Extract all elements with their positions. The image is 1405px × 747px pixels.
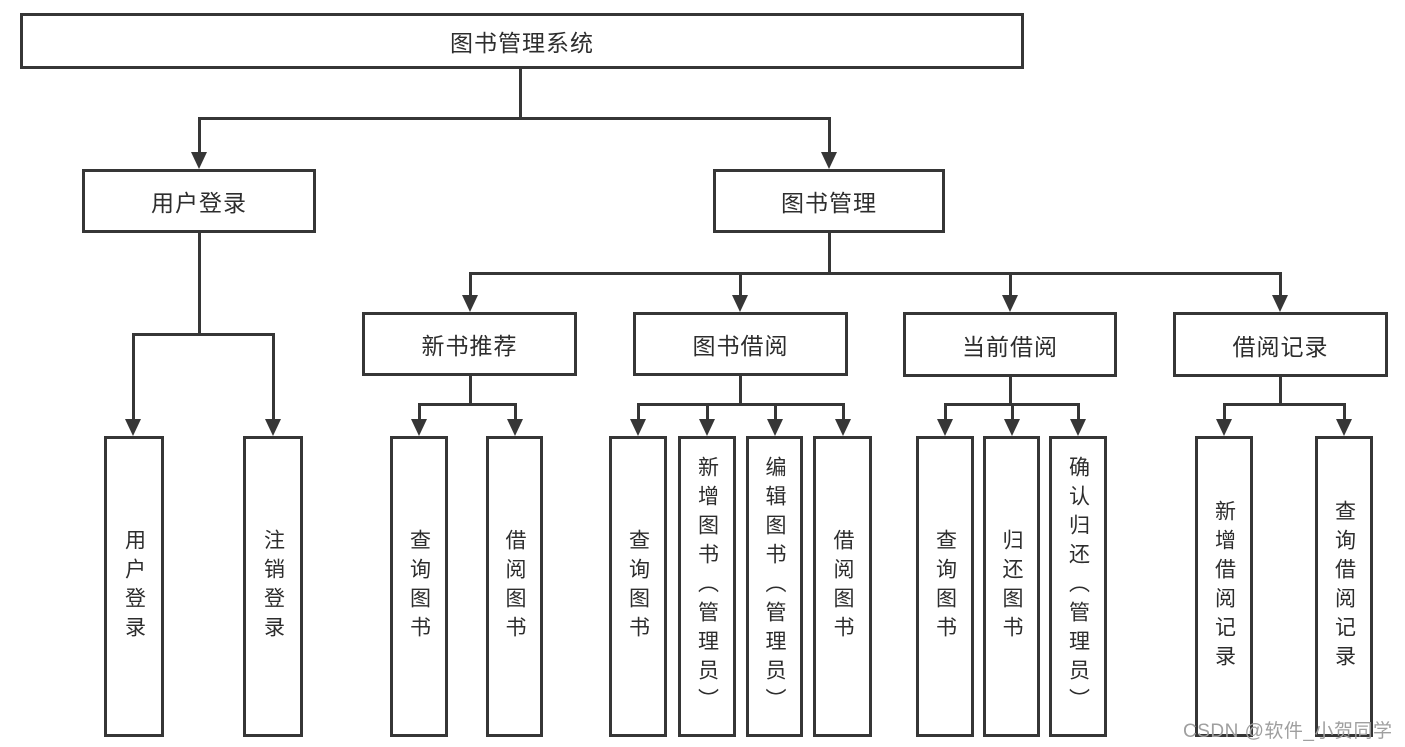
leaf-cb-query-books: 查询图书 (916, 436, 974, 737)
connector-section-stem (739, 273, 742, 299)
connector-leaf-stem (132, 334, 135, 422)
node-borrow-records: 借阅记录 (1173, 312, 1388, 377)
connector-leaf-stem (774, 404, 777, 424)
leaf-br-add-record: 新增借阅记录 (1195, 436, 1253, 737)
watermark-text: CSDN @软件_小贺同学 (1183, 721, 1393, 742)
node-current-borrow: 当前借阅 (903, 312, 1117, 377)
arrow-down-icon (821, 152, 837, 169)
arrow-down-icon (1272, 295, 1288, 312)
arrow-down-icon (630, 419, 646, 436)
arrow-down-icon (462, 295, 478, 312)
connector-root-stem (519, 68, 522, 119)
leaf-nb-query-books: 查询图书 (390, 436, 448, 737)
arrow-down-icon (1004, 419, 1020, 436)
arrow-down-icon (1070, 419, 1086, 436)
connector-section-stem (469, 273, 472, 299)
connector-leaf-stem (706, 404, 709, 424)
arrow-down-icon (411, 419, 427, 436)
leaf-logout: 注销登录 (243, 436, 303, 737)
connector-book-mgmt-down (828, 232, 831, 274)
leaf-cb-return-books: 归还图书 (983, 436, 1040, 737)
connector-section-stem (1009, 273, 1012, 299)
connector-user-login-down (198, 232, 201, 336)
connector-down (469, 375, 472, 406)
connector-down (739, 375, 742, 406)
arrow-down-icon (191, 152, 207, 169)
arrow-down-icon (265, 419, 281, 436)
leaf-bb-query-books: 查询图书 (609, 436, 667, 737)
connector-root-hbar (198, 117, 831, 120)
arrow-down-icon (1216, 419, 1232, 436)
arrow-down-icon (835, 419, 851, 436)
node-book-management: 图书管理 (713, 169, 945, 233)
connector-user-login-stem (198, 118, 201, 158)
arrow-down-icon (1002, 295, 1018, 312)
node-new-book-recommend: 新书推荐 (362, 312, 577, 376)
arrow-down-icon (507, 419, 523, 436)
node-book-borrow: 图书借阅 (633, 312, 848, 376)
arrow-down-icon (1336, 419, 1352, 436)
leaf-bb-add-books: 新增图书（管理员） (678, 436, 736, 737)
connector-hbar (418, 403, 517, 406)
arrow-down-icon (699, 419, 715, 436)
leaf-bb-edit-books: 编辑图书（管理员） (746, 436, 803, 737)
connector-hbar (637, 403, 845, 406)
arrow-down-icon (125, 419, 141, 436)
node-library-system: 图书管理系统 (20, 13, 1024, 69)
leaf-nb-borrow-books: 借阅图书 (486, 436, 543, 737)
connector-leaf-stem (418, 404, 421, 424)
connector-down (1009, 376, 1012, 406)
connector-leaf-stem (637, 404, 640, 424)
connector-leaf-stem (842, 404, 845, 424)
leaf-bb-borrow-books: 借阅图书 (813, 436, 872, 737)
connector-leaf-stem (1077, 404, 1080, 424)
connector-leaf-stem (1223, 404, 1226, 424)
leaf-cb-confirm-return: 确认归还（管理员） (1049, 436, 1107, 737)
connector-book-mgmt-stem (828, 118, 831, 158)
connector-leaf-stem (1343, 404, 1346, 424)
connector-section-stem (1279, 273, 1282, 299)
leaf-user-login: 用户登录 (104, 436, 164, 737)
connector-down (1279, 376, 1282, 406)
leaf-br-query-record: 查询借阅记录 (1315, 436, 1373, 737)
arrow-down-icon (732, 295, 748, 312)
connector-hbar (1223, 403, 1346, 406)
connector-book-mgmt-hbar (469, 272, 1282, 275)
connector-leaf-stem (514, 404, 517, 424)
connector-leaf-stem (1011, 404, 1014, 424)
node-user-login: 用户登录 (82, 169, 316, 233)
connector-leaf-stem (272, 334, 275, 422)
arrow-down-icon (767, 419, 783, 436)
connector-leaf-stem (944, 404, 947, 424)
connector-user-login-hbar (132, 333, 275, 336)
arrow-down-icon (937, 419, 953, 436)
